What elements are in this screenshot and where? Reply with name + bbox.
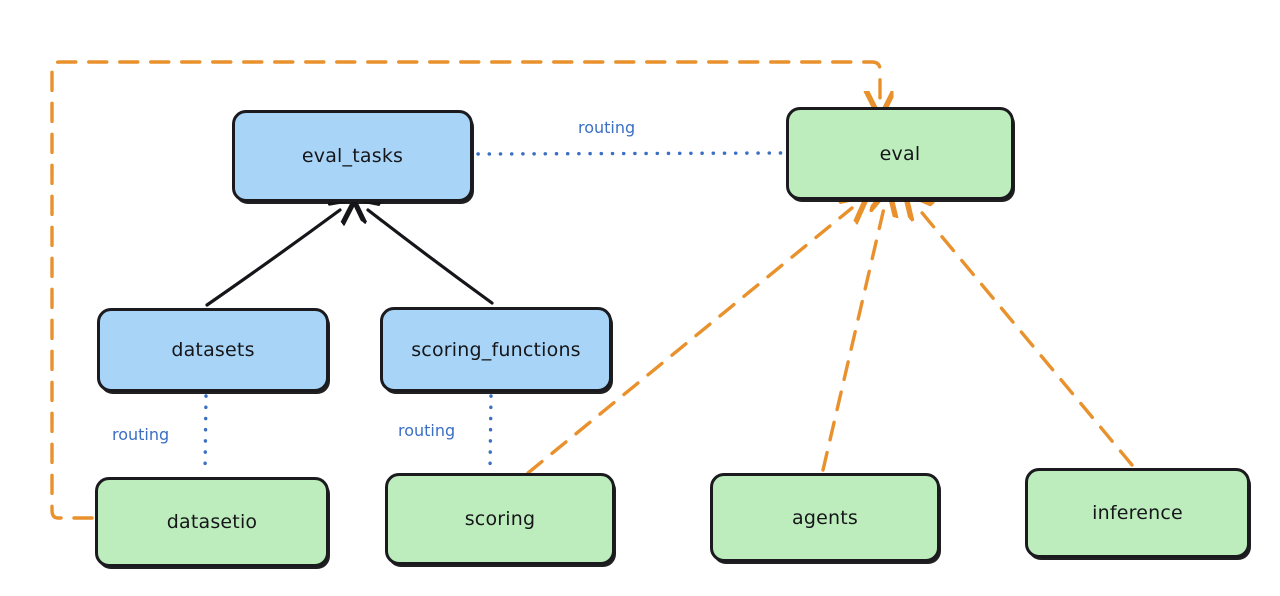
edge-datasets-to-eval-tasks [205, 210, 340, 307]
node-scoring-functions[interactable]: scoring_functions [380, 307, 612, 392]
node-agents[interactable]: agents [710, 473, 940, 562]
node-label: agents [792, 506, 858, 529]
edge-datasetio-to-eval [50, 60, 880, 520]
edge-agents-to-eval [821, 208, 884, 472]
node-eval-tasks[interactable]: eval_tasks [232, 110, 473, 202]
edge-datasets-to-datasetio [203, 394, 208, 476]
node-label: scoring_functions [411, 338, 581, 361]
edge-scoring-functions-to-eval-tasks [368, 210, 494, 305]
node-scoring[interactable]: scoring [385, 473, 615, 565]
edge-scoring-to-eval [526, 208, 852, 475]
node-eval[interactable]: eval [786, 107, 1014, 200]
node-datasets[interactable]: datasets [97, 308, 329, 392]
node-label: inference [1092, 502, 1183, 524]
node-datasetio[interactable]: datasetio [95, 477, 329, 567]
edge-inference-to-eval [918, 208, 1134, 467]
node-label: datasetio [166, 511, 258, 533]
node-label: eval [879, 142, 921, 165]
edge-eval-tasks-to-eval [476, 151, 783, 156]
node-label: datasets [171, 339, 255, 361]
edge-scoring-functions-to-scoring [488, 394, 493, 472]
node-label: scoring [464, 508, 536, 530]
edge-label-routing-scoring-functions: routing [398, 421, 456, 440]
node-inference[interactable]: inference [1025, 468, 1250, 558]
edge-label-routing-datasets: routing [112, 425, 170, 444]
edge-label-routing-top: routing [578, 118, 636, 137]
node-label: eval_tasks [301, 145, 404, 167]
